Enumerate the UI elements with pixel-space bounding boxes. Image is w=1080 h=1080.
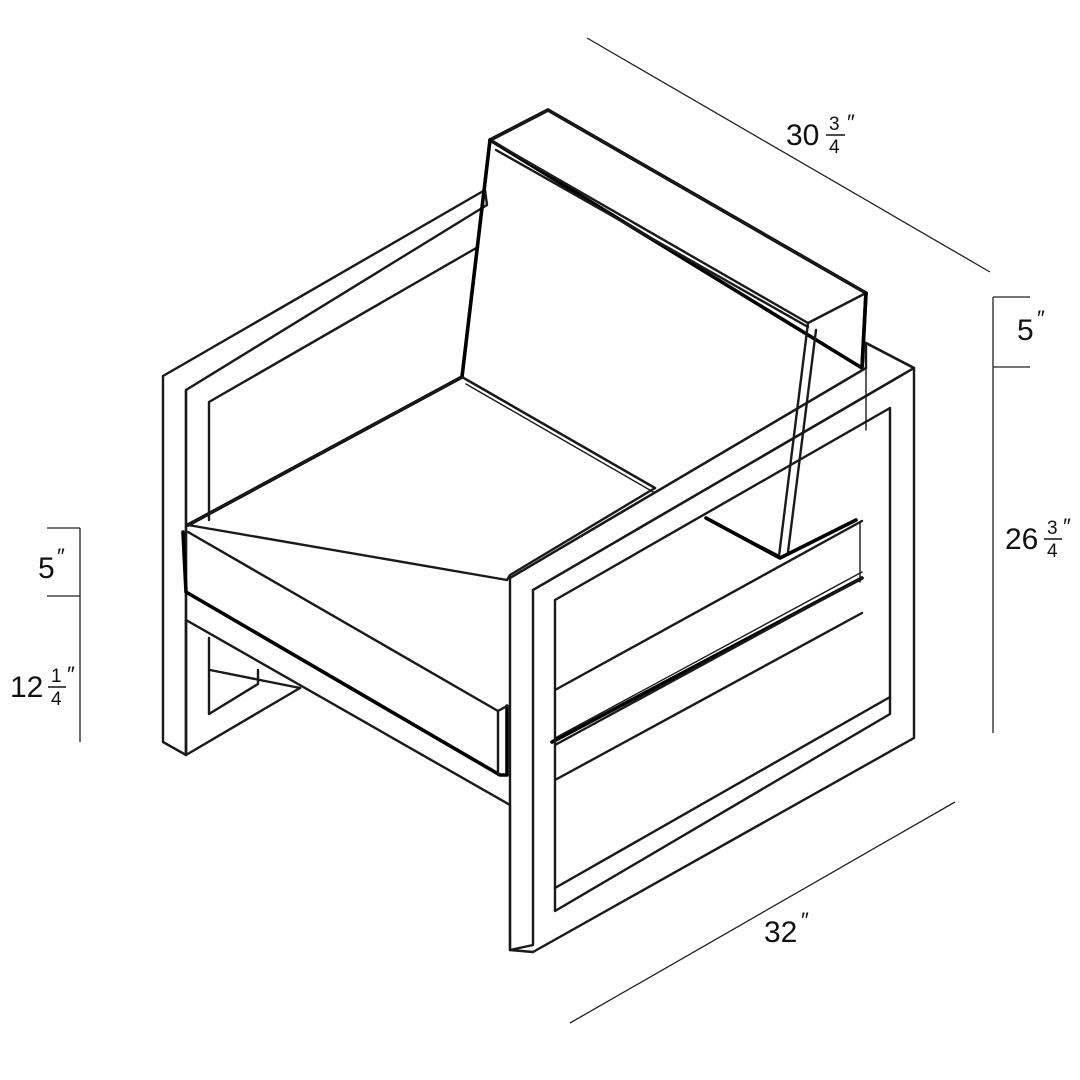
depth-label: 30 3 4 ″ (786, 110, 855, 158)
depth-denominator: 4 (829, 137, 840, 158)
depth-numerator: 3 (829, 114, 840, 135)
back-cushion-unit: ″ (1036, 306, 1045, 331)
width-whole: 32 (764, 916, 797, 949)
total-height-numerator: 3 (1047, 518, 1058, 539)
seat-height-label: 12 1 4 ″ (10, 662, 75, 710)
seat-cushion (181, 375, 864, 777)
total-height-whole: 26 (1005, 523, 1038, 556)
depth-unit: ″ (846, 110, 855, 135)
seat-height-numerator: 1 (51, 666, 62, 687)
front-rail (184, 618, 512, 952)
back-cushion (460, 108, 868, 558)
total-height-unit: ″ (1062, 514, 1071, 539)
total-height-label: 26 3 4 ″ (1005, 514, 1071, 562)
width-unit: ″ (800, 908, 809, 933)
width-label: 32 ″ (764, 908, 809, 949)
seat-height-denominator: 4 (51, 689, 62, 710)
depth-whole: 30 (786, 119, 819, 152)
seat-height-whole: 12 (10, 671, 43, 704)
seat-cushion-label: 5 ″ (38, 544, 65, 585)
dimension-lines (47, 37, 1030, 1024)
back-cushion-whole: 5 (1017, 314, 1034, 347)
right-arm-frame (508, 341, 916, 954)
seat-cushion-unit: ″ (56, 544, 65, 569)
seat-height-unit: ″ (66, 662, 75, 687)
total-height-denominator: 4 (1047, 541, 1058, 562)
back-cushion-label: 5 ″ (1017, 306, 1045, 347)
seat-cushion-whole: 5 (38, 552, 55, 585)
